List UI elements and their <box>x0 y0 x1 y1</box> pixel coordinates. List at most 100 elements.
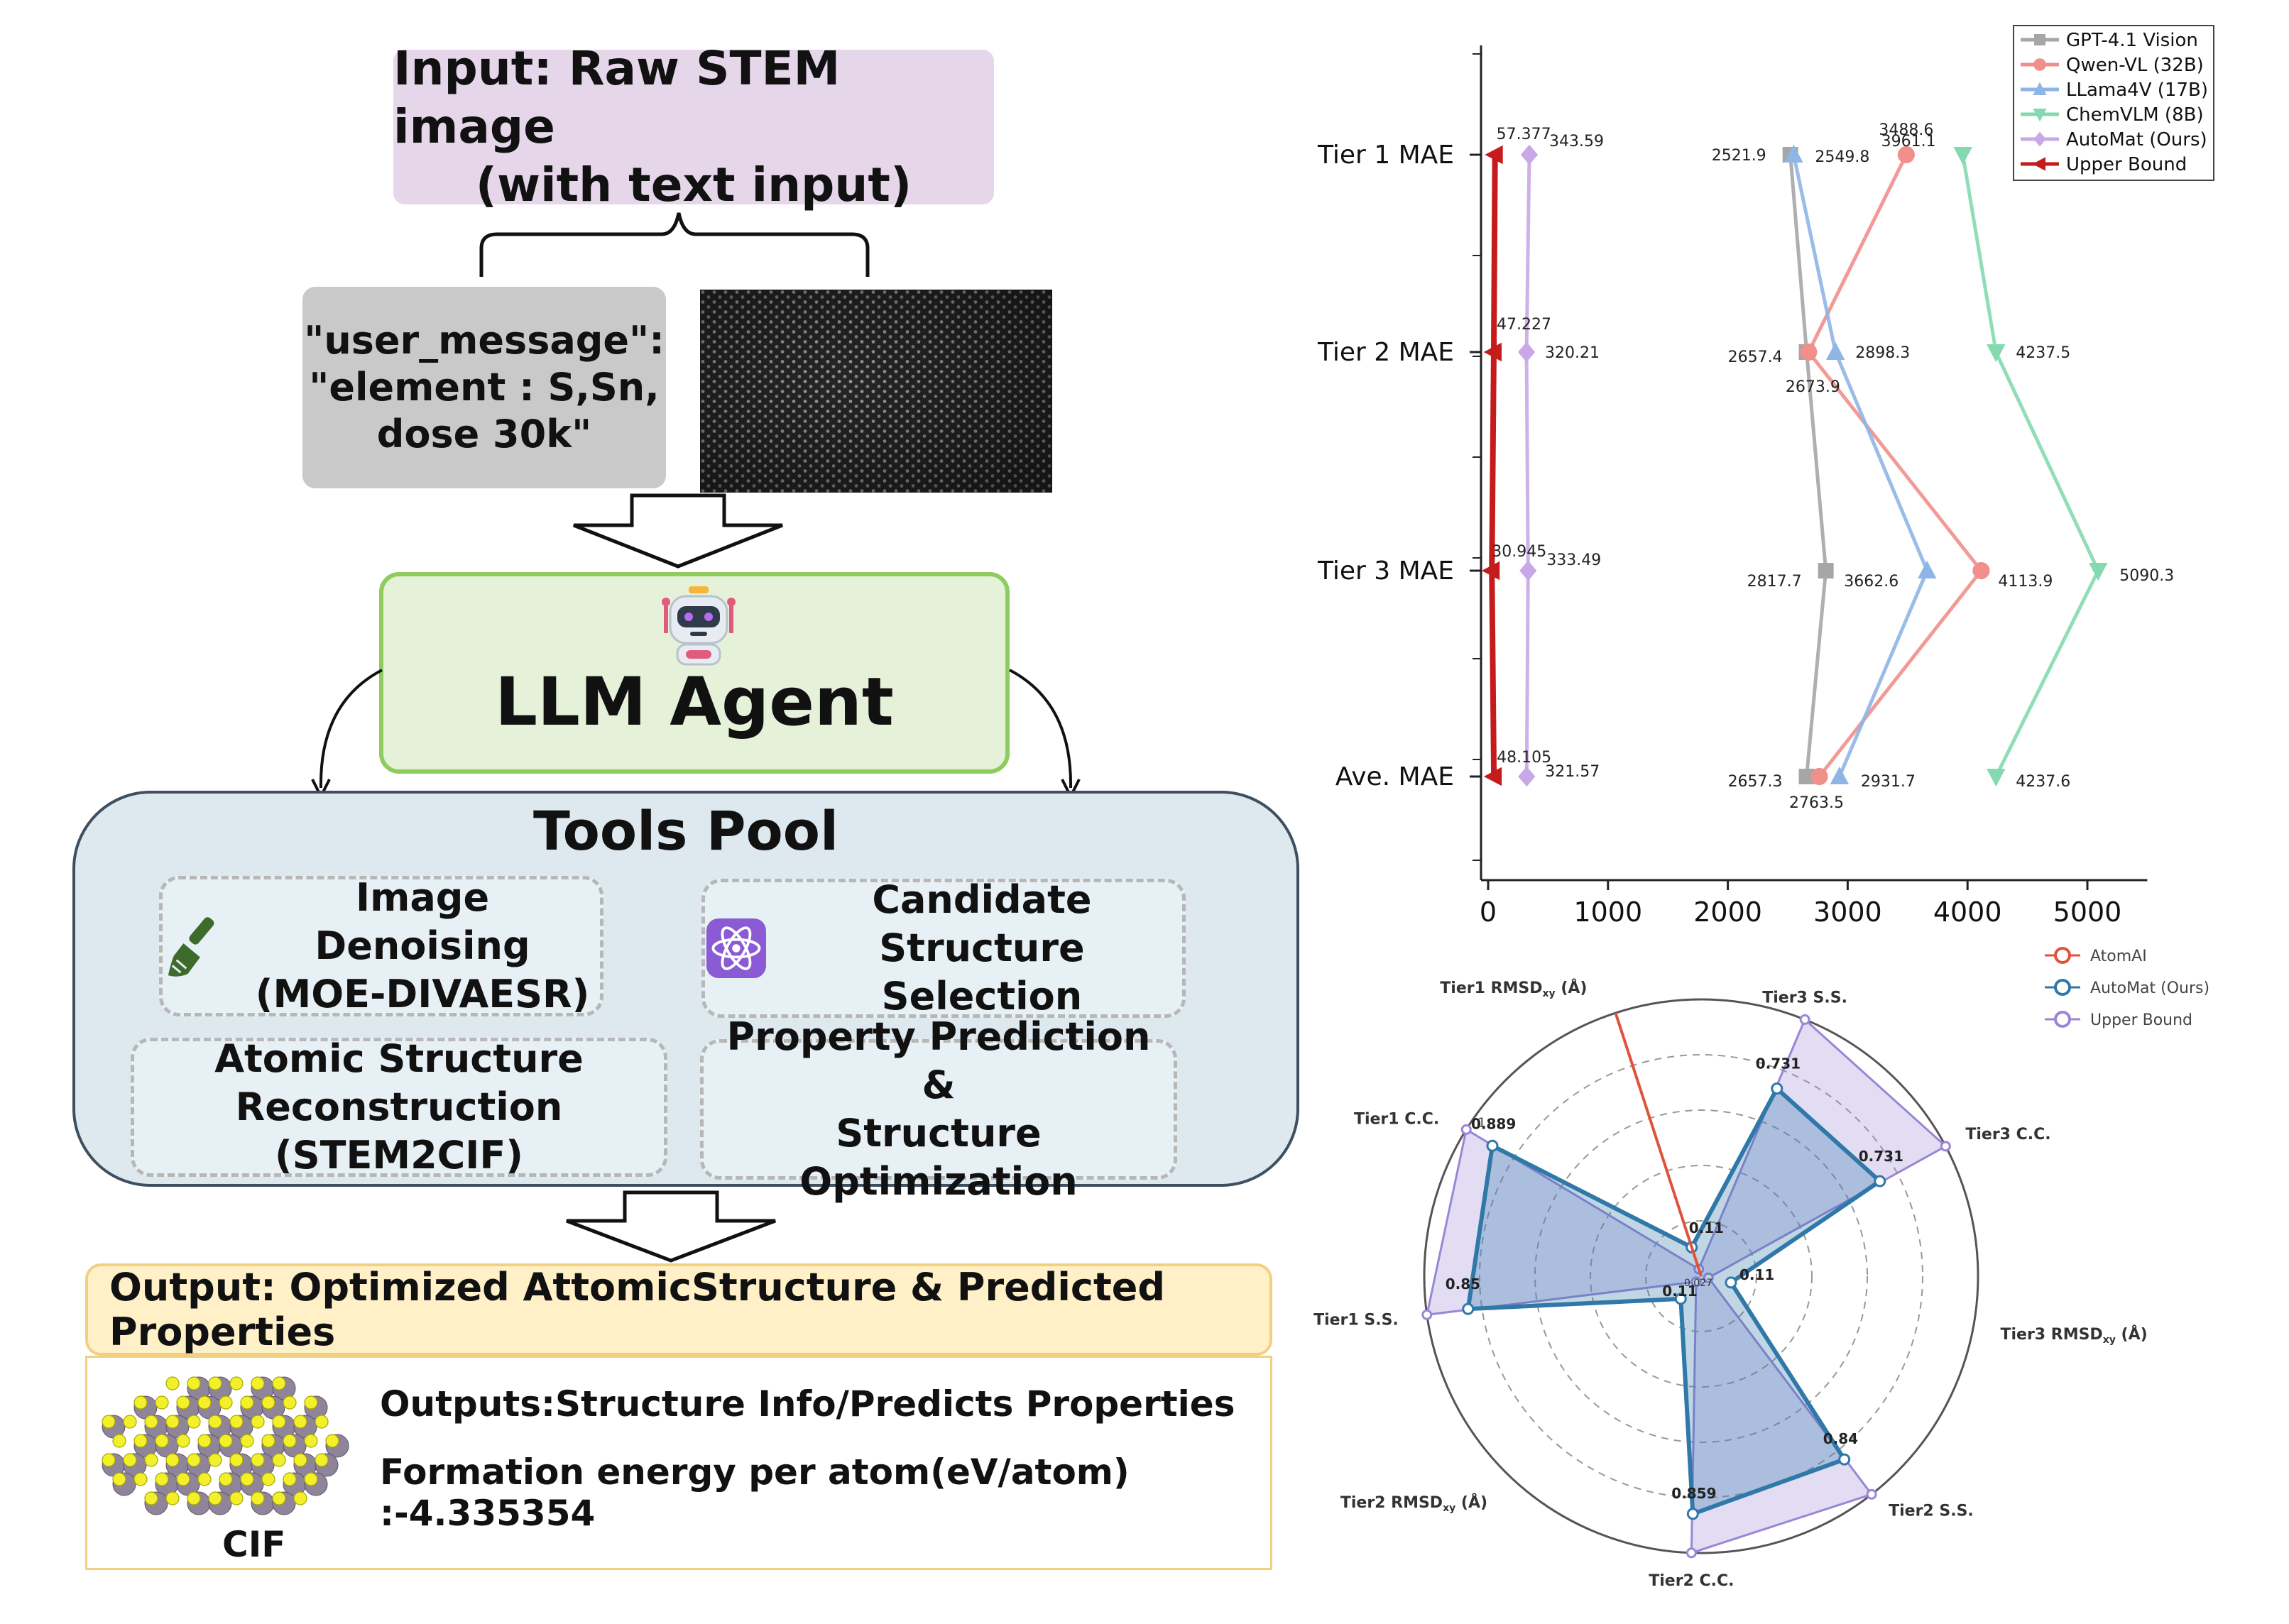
tool-candidate-selection: Candidate Structure Selection <box>701 877 1186 1019</box>
stem-image <box>700 290 1052 493</box>
y-tick-label: Tier 2 MAE <box>1317 338 1454 367</box>
legend-marker <box>2033 109 2047 122</box>
tool-2-line-2: Structure Selection <box>879 926 1085 1019</box>
radar-grid-ring <box>1590 1165 1813 1388</box>
legend-marker <box>2034 34 2045 45</box>
tool-4-line-2: Structure Optimization <box>799 1111 1078 1204</box>
series-line <box>1788 154 1828 777</box>
agent-title: LLM Agent <box>495 664 894 741</box>
s-atom <box>133 1434 148 1448</box>
s-atom <box>272 1376 286 1390</box>
radar-axis-label: Tier3 RMSDxy (Å) <box>2000 1325 2147 1346</box>
tool-3-line-2: Reconstruction (STEM2CIF) <box>235 1085 563 1178</box>
data-point <box>1897 146 1915 164</box>
radar-point <box>1799 1014 1810 1025</box>
s-atom <box>165 1491 180 1505</box>
radar-point <box>1725 1276 1737 1289</box>
s-atom <box>144 1491 158 1505</box>
radar-axis-label: Tier1 S.S. <box>1313 1311 1399 1329</box>
radar-axis-label: Tier2 C.C. <box>1649 1572 1734 1590</box>
legend-marker <box>2032 157 2045 171</box>
data-point <box>1517 341 1536 363</box>
radar-point <box>1686 1547 1697 1559</box>
data-point <box>1987 769 2006 787</box>
radar-point <box>1690 1276 1702 1288</box>
data-label: 4113.9 <box>1998 573 2053 591</box>
radar-point <box>1460 1124 1472 1135</box>
input-line-1: Input: Raw STEM image <box>393 41 841 154</box>
s-atom <box>165 1453 180 1467</box>
s-atom <box>112 1434 126 1448</box>
s-atom <box>144 1415 158 1429</box>
x-tick-label: 0 <box>1480 896 1497 928</box>
s-atom <box>283 1472 297 1486</box>
data-label: 333.49 <box>1546 552 1601 569</box>
s-atom <box>293 1491 307 1505</box>
s-atom <box>272 1453 286 1467</box>
radar-point <box>1486 1139 1499 1152</box>
down-arrow-1 <box>573 493 783 569</box>
s-atom <box>283 1434 297 1448</box>
legend-box <box>2013 25 2214 181</box>
radar-axis-label: Tier1 RMSDxy (Å) <box>1440 979 1587 999</box>
output-title: Output: Optimized AttomicStructure & Pre… <box>109 1265 1166 1354</box>
legend-marker <box>2033 58 2046 71</box>
s-atom <box>261 1434 275 1448</box>
tool-1-line-2: (MOE-DIVAESR) <box>255 972 590 1016</box>
data-label: 320.21 <box>1545 344 1600 362</box>
s-atom <box>208 1415 222 1429</box>
data-point <box>1987 344 2006 363</box>
radar-grid-ring <box>1645 1220 1757 1332</box>
radar-polygon <box>1465 1086 1882 1516</box>
s-atom <box>208 1491 222 1505</box>
s-atom <box>155 1472 169 1486</box>
brush-icon <box>168 917 214 977</box>
s-atom <box>187 1491 201 1505</box>
s-atom <box>272 1415 286 1429</box>
tool-3-line-1: Atomic Structure <box>214 1036 584 1081</box>
legend-label: Qwen-VL (32B) <box>2066 55 2204 76</box>
data-point <box>1483 342 1502 362</box>
s-atom <box>165 1415 180 1429</box>
s-atom <box>112 1472 126 1486</box>
s-atom <box>123 1415 137 1429</box>
input-bracket <box>479 212 870 277</box>
agent-curve-arrows <box>311 669 1081 800</box>
s-atom <box>251 1376 265 1390</box>
data-label: 57.377 <box>1497 126 1551 143</box>
legend-label: GPT-4.1 Vision <box>2066 30 2198 51</box>
data-point <box>1800 343 1818 361</box>
data-label: 2521.9 <box>1712 147 1766 165</box>
s-atom <box>251 1415 265 1429</box>
radar-chart: 1 0.110.7310.7310.110.840.8590.110.850.8… <box>1313 947 2209 1590</box>
radar-value-label: 0.859 <box>1671 1485 1716 1502</box>
radar-outer-ring <box>1423 998 1979 1554</box>
data-label: 2657.3 <box>1728 773 1783 791</box>
legend-marker <box>2054 947 2071 964</box>
atomai-line <box>1614 1012 1703 1277</box>
s-atom <box>293 1453 307 1467</box>
data-point <box>1784 144 1803 163</box>
legend-label: AutoMat (Ours) <box>2066 129 2207 150</box>
atom-icon <box>706 918 766 979</box>
radar-point <box>1703 1272 1714 1283</box>
x-tick-label: 2000 <box>1693 896 1762 928</box>
robot-icon <box>662 586 736 666</box>
radar-value-label: 0.11 <box>1689 1219 1724 1236</box>
legend-label: Upper Bound <box>2066 154 2187 175</box>
s-atom <box>187 1415 201 1429</box>
s-atom <box>261 1395 275 1410</box>
s-atom <box>133 1395 148 1410</box>
radar-point <box>1462 1302 1475 1315</box>
data-point <box>1520 144 1539 165</box>
s-atom <box>304 1472 318 1486</box>
s-atom <box>144 1453 158 1467</box>
data-label: 2817.7 <box>1747 573 1802 591</box>
input-box: Input: Raw STEM image (with text input) <box>393 41 994 212</box>
radar-point <box>1940 1141 1951 1152</box>
s-atom <box>304 1395 318 1410</box>
s-atom <box>133 1472 148 1486</box>
s-atom <box>325 1434 339 1448</box>
data-label: 2763.5 <box>1789 794 1844 812</box>
